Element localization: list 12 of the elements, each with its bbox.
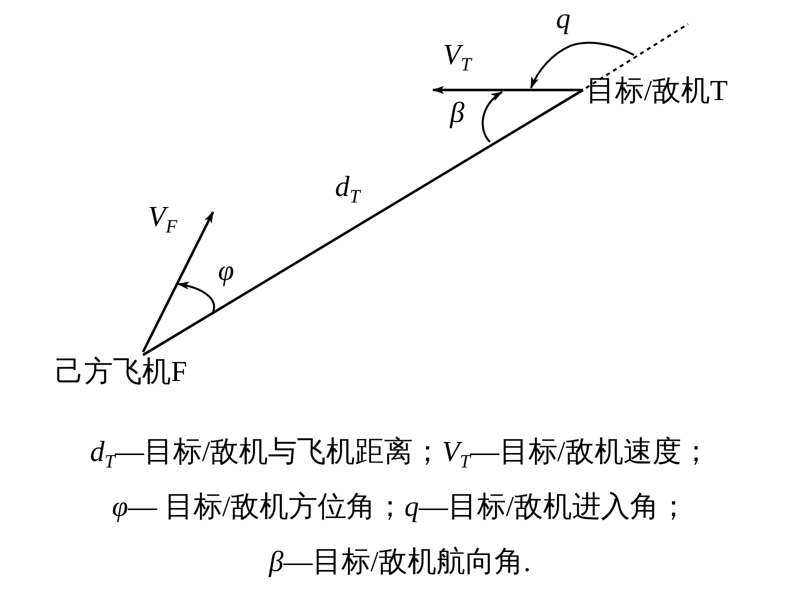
edge-label: d$_{T}$ [335, 170, 360, 210]
caption-line: d$_{T}$—目标/敌机与飞机距离；V$_{T}$—目标/敌机速度； [90, 435, 710, 475]
caption-line: β—目标/敌机航向角. [269, 545, 531, 579]
vector-label: V$_{F}$ [148, 200, 178, 240]
connector-line [142, 88, 584, 356]
vector-label: V$_{T}$ [443, 38, 472, 78]
caption-line: φ— 目标/敌机方位角；q—目标/敌机进入角； [112, 490, 688, 524]
aircraft-label: 目标/敌机T [586, 74, 728, 108]
angle-label: β [450, 96, 464, 130]
aircraft-label: 己方飞机F [55, 355, 188, 389]
angle-label: q [556, 2, 570, 36]
angle-label: φ [218, 254, 234, 288]
